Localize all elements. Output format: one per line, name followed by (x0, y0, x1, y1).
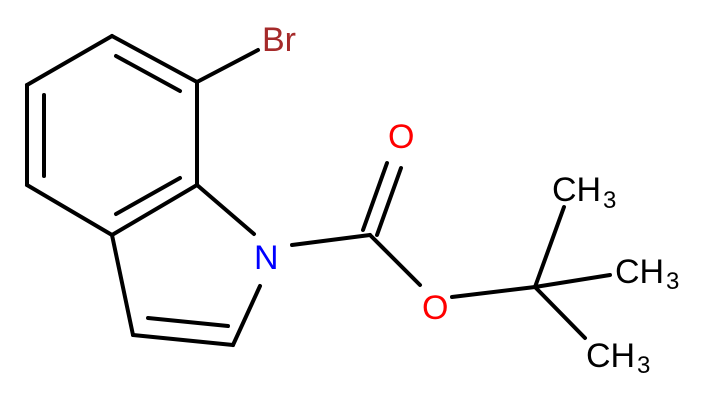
bond-c6-c5 (25, 34, 114, 87)
bond-c7-c6 (110, 34, 199, 84)
methyl-bottom-label: CH (586, 337, 635, 375)
bond-cq-methyl-top (533, 205, 566, 289)
bond-c3a-c7a (110, 183, 199, 237)
bond-c3a-c3 (110, 233, 135, 337)
bond-carbonyl-o-b (375, 166, 403, 237)
methyl-top-subscript: 3 (603, 187, 616, 214)
bromine-label: Br (262, 21, 296, 59)
ester-oxygen-label: O (422, 289, 448, 327)
bond-c4-c3a (25, 183, 114, 237)
bond-n1-carbonyl (290, 233, 372, 247)
bond-ester-o-cq (450, 285, 537, 299)
methyl-right-subscript: 3 (666, 268, 679, 295)
bond-cq-methyl-right (533, 273, 612, 289)
methyl-right-label: CH (615, 253, 664, 291)
carbonyl-oxygen-label: O (388, 118, 414, 156)
inner-bond-c3-c2 (146, 316, 230, 328)
bond-carbonyl-ester-o (368, 233, 422, 287)
methyl-top-label: CH (552, 171, 601, 209)
bond-c3-c2 (131, 333, 235, 347)
bond-c7-br (195, 48, 260, 84)
inner-bond-c3a-c7a (114, 176, 182, 216)
bond-carbonyl-o-a (361, 161, 389, 232)
bond-n1-c7a (195, 183, 256, 236)
methyl-bottom-subscript: 3 (637, 352, 650, 379)
nitrogen-label: N (254, 239, 279, 277)
bond-c2-n1 (231, 284, 262, 347)
inner-bond-c6-c7 (114, 54, 182, 93)
bond-cq-methyl-bottom (533, 285, 587, 340)
